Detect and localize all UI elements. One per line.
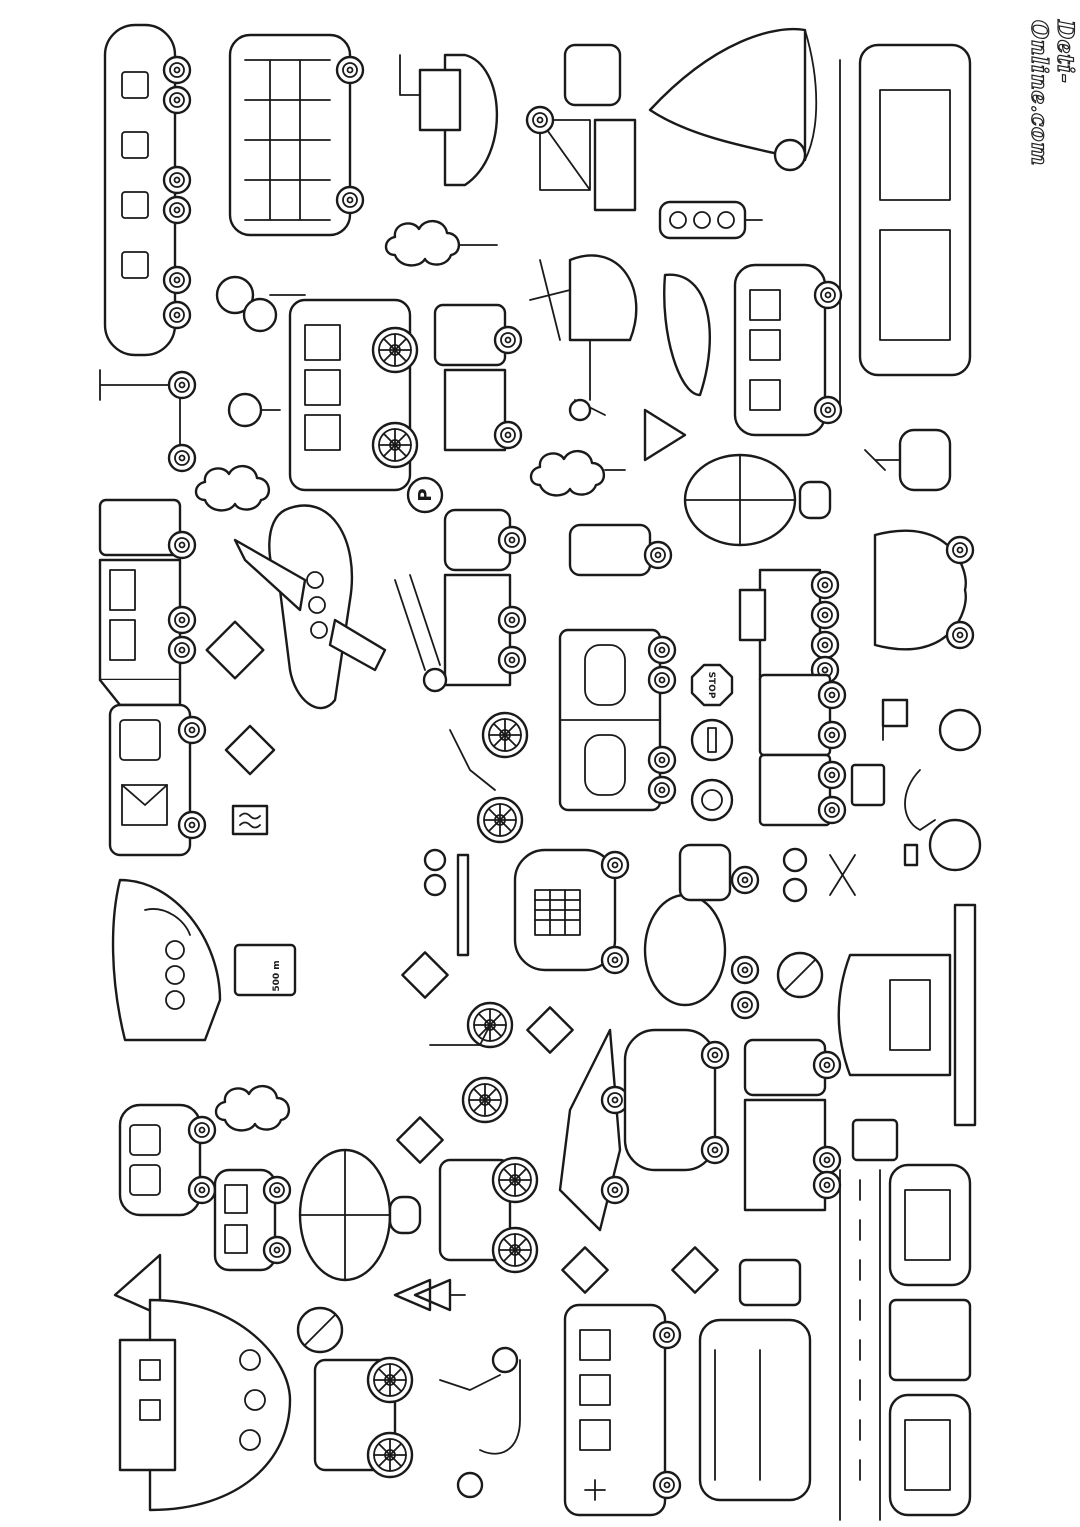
checkered-flag-icon (881, 698, 909, 741)
ocean-liner-icon (118, 1298, 292, 1512)
ambulance-icon (563, 1303, 682, 1517)
beetle-car-icon (873, 529, 975, 651)
tree-icon (215, 275, 306, 333)
offroad-car-icon (313, 1356, 414, 1479)
railway-crossing-sign-icon (782, 847, 856, 903)
distance-sign-label: 500 m (272, 960, 282, 991)
traffic-light-sign-icon (561, 1246, 609, 1294)
gas-station-icon (698, 1258, 812, 1502)
do-not-enter-sign-icon (690, 718, 734, 762)
water-sign-icon (231, 804, 269, 836)
race-car-icon (558, 1028, 630, 1232)
police-car-icon (513, 848, 630, 975)
railroad-crossing-icon (423, 848, 470, 957)
airplane-icon (233, 504, 387, 710)
parking-sign-label: P (415, 488, 436, 501)
crane-truck-icon (525, 43, 637, 212)
direction-sign-icon (851, 1118, 899, 1162)
sedan-car-icon (118, 1103, 217, 1217)
warning-triangle-sign-icon (113, 1253, 162, 1317)
kick-scooter-icon (99, 369, 197, 473)
bush-icon (194, 464, 271, 512)
parking-sign-icon: P (406, 476, 444, 514)
compact-car-icon (213, 1168, 292, 1272)
road-icon (839, 1169, 881, 1521)
mail-van-icon (108, 703, 207, 857)
distance-sign-icon: 500 m (233, 943, 297, 997)
cyclist-sign-icon (396, 1116, 444, 1164)
arrow-sign-icon (850, 763, 886, 807)
scooter-icon (903, 708, 982, 872)
railway-station-icon (837, 903, 977, 1127)
sailboat-icon (648, 27, 818, 172)
pedestrian-sign-icon (205, 620, 265, 680)
motorcycle-icon (449, 711, 529, 844)
steamboat-icon (399, 53, 499, 187)
hatchback-car-icon (623, 1028, 730, 1172)
school-bus-icon (288, 298, 419, 492)
dump-truck-icon (433, 303, 523, 452)
box-truck-icon (743, 1038, 842, 1212)
limousine-icon (103, 23, 192, 357)
car-carrier-icon (558, 628, 677, 812)
bicycle-sign-icon (671, 1246, 719, 1294)
traffic-light-icon (658, 200, 763, 240)
passenger-car-icon-2 (758, 753, 847, 827)
stop-sign-icon: STOP (690, 663, 734, 707)
site-watermark: Deti-Online.com (1025, 19, 1078, 166)
steam-locomotive-icon (738, 568, 840, 685)
garbage-truck-icon (98, 498, 197, 707)
helicopter-icon (529, 254, 638, 422)
pine-trees-icon (393, 1278, 466, 1312)
no-overtaking-sign-icon (776, 951, 824, 999)
bicycle-icon (429, 1001, 514, 1124)
passenger-car-icon (758, 673, 847, 757)
blimp-icon (298, 1148, 422, 1282)
moped-icon (439, 1346, 521, 1499)
cloud-tree-icon (384, 219, 498, 267)
diamond-sign-icon (401, 951, 449, 999)
cruise-ship-icon (111, 878, 222, 1042)
cement-mixer-icon (643, 843, 760, 1020)
cloud-tree-icon-2 (529, 449, 626, 497)
electric-train-icon (888, 1163, 972, 1517)
tanker-truck-icon (568, 523, 673, 577)
jeep-icon (438, 1156, 539, 1274)
double-decker-bus-icon (228, 33, 365, 237)
road-sign-icon (224, 724, 276, 776)
tram-icon (839, 43, 972, 411)
stop-sign-label: STOP (706, 672, 716, 699)
shrub-icon (214, 1084, 291, 1132)
cable-car-icon (864, 428, 952, 492)
bump-sign-icon (526, 1006, 574, 1054)
yield-sign-icon (643, 408, 687, 462)
roundabout-sign-icon (690, 778, 734, 822)
fire-truck-icon (394, 508, 527, 693)
no-entry-sign-icon (296, 1306, 344, 1354)
round-tree-icon (227, 392, 281, 428)
minibus-icon (733, 263, 843, 437)
rowboat-icon (663, 273, 711, 397)
hot-air-balloon-icon (683, 453, 832, 547)
